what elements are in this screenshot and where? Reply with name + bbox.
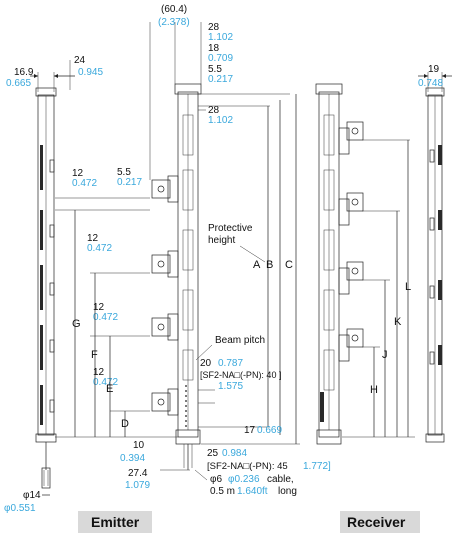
label-e: E [106,383,113,395]
beam-pitch-label: Beam pitch [215,335,265,346]
dim-phi0-551: φ0.551 [4,503,36,514]
receiver-caption-box [340,511,420,533]
protective-label-2: height [208,235,235,246]
dim-12a: 12 [72,168,84,179]
label-g: G [72,318,81,330]
label-c: C [285,259,293,271]
dim-12c: 12 [93,302,105,313]
dim-24: 24 [74,55,86,66]
dim-0-709: 0.709 [208,53,233,64]
label-f: F [91,349,98,361]
dim-0-984: 0.984 [222,448,247,459]
dim-0-748: 0.748 [418,78,443,89]
dim-12d: 12 [93,367,105,378]
label-l: L [405,281,411,293]
dim-27-4: 27.4 [128,468,148,479]
dim-0-945: 0.945 [78,67,103,78]
cable-phi0-236: φ0.236 [228,474,260,485]
label-b: B [266,259,273,271]
receiver-side-view [425,87,445,443]
label-h: H [370,384,378,396]
label-k: K [394,316,402,328]
dim-1-079: 1.079 [125,480,150,491]
dim-1-772: 1.772] [303,461,331,472]
emitter-caption-box [78,511,152,533]
dim-12b: 12 [87,233,99,244]
dim-0-217b: 0.217 [117,177,142,188]
dim-60-4: (60.4) [161,4,187,15]
dim-0-472c: 0.472 [93,312,118,323]
label-d: D [121,418,129,430]
dim-2-378: (2.378) [158,17,190,28]
dim-25: 25 [207,448,219,459]
emitter-caption: Emitter [91,514,140,530]
label-j: J [382,349,388,361]
dim-1-102a: 1.102 [208,32,233,43]
cable-long: long [278,486,297,497]
receiver-brackets [338,121,364,362]
emitter-brackets [151,175,179,416]
cable-0-5m: 0.5 m [210,486,235,497]
dim-0-472d: 0.472 [93,377,118,388]
sf2-note-b: [SF2-NA□(-PN): 45 [207,461,288,472]
cable-word: cable, [267,474,294,485]
dim-0-472a: 0.472 [72,178,97,189]
dim-20: 20 [200,358,212,369]
dim-28a: 28 [208,22,220,33]
dim-16-9: 16.9 [14,67,34,78]
label-a: A [253,259,261,271]
dim-18: 18 [208,43,220,54]
dim-19: 19 [428,64,440,75]
dim-28b: 28 [208,105,220,116]
sf2-note-a: [SF2-NA□(-PN): 40 ] [200,370,281,380]
dim-0-787: 0.787 [218,358,243,369]
cable-phi6: φ6 [210,474,222,485]
dim-0-217a: 0.217 [208,74,233,85]
dim-5-5a: 5.5 [208,64,222,75]
dim-0-669: 0.669 [257,425,282,436]
receiver-front-view [315,83,364,445]
dim-17: 17 [244,425,256,436]
dim-5-5b: 5.5 [117,167,131,178]
emitter-front-view [151,83,202,470]
dim-1-575: 1.575 [218,381,243,392]
dim-phi14: φ14 [23,490,41,501]
dim-0-394: 0.394 [120,453,145,464]
cable-1-640ft: 1.640ft [237,486,268,497]
dim-1-102b: 1.102 [208,115,233,126]
protective-label-1: Protective [208,223,253,234]
emitter-side-view [35,87,57,496]
dim-0-665: 0.665 [6,78,31,89]
dim-0-472b: 0.472 [87,243,112,254]
dim-10: 10 [133,440,145,451]
receiver-caption: Receiver [347,514,406,530]
